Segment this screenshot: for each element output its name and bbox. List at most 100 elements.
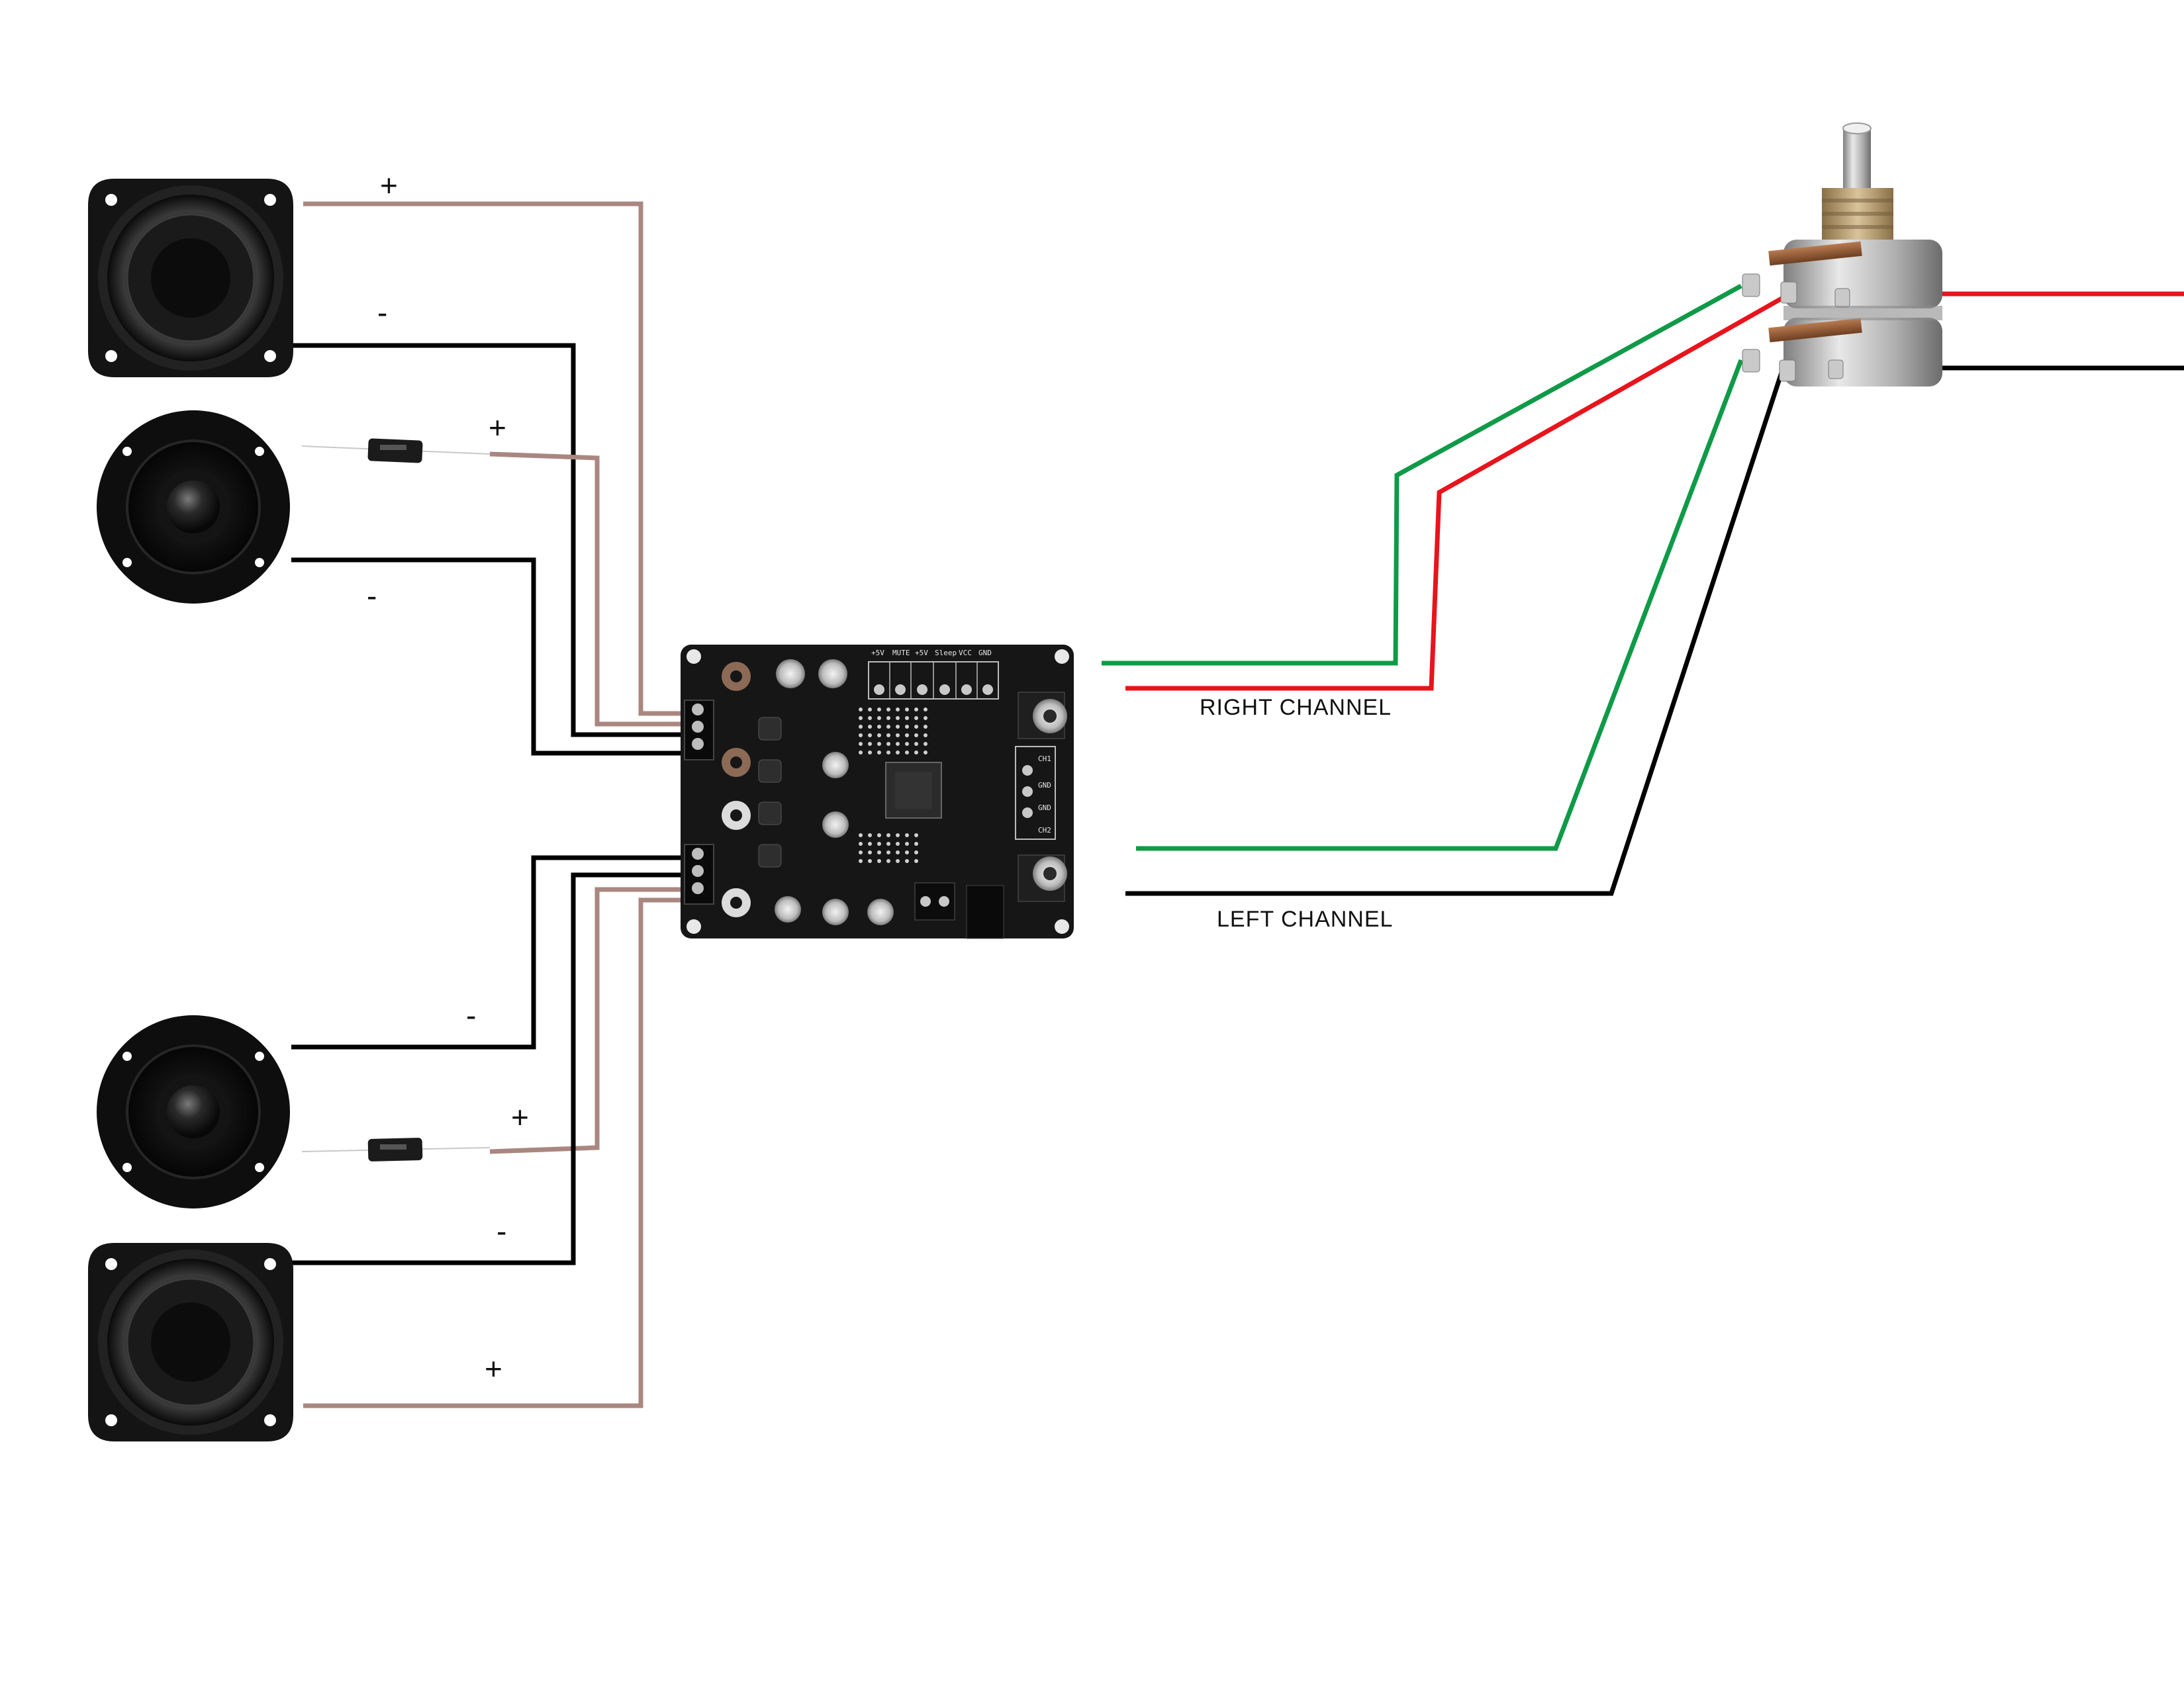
pcb-via [877, 751, 881, 754]
pcb-via [877, 707, 881, 711]
pcb-via [905, 725, 909, 729]
power-input [914, 882, 1004, 939]
header-label-5: GND [978, 649, 992, 657]
amplifier-board: +5V MUTE +5V Sleep VCC GND CH1 GND GND C… [681, 645, 1074, 939]
pcb-via [859, 742, 863, 746]
pcb-via [924, 751, 927, 754]
upper-tweeter-positive-wire [489, 451, 688, 727]
pcb-via [914, 833, 918, 837]
side-label-1: GND [1038, 781, 1051, 790]
pcb-via [859, 707, 863, 711]
pcb-via [868, 751, 872, 754]
pcb-via [886, 859, 890, 863]
pcb-via [859, 751, 863, 754]
pcb-via [905, 850, 909, 854]
pcb-via [905, 842, 909, 846]
pcb-via [868, 842, 872, 846]
upper-woofer-positive-wire [303, 201, 688, 716]
pcb-via [886, 751, 890, 754]
pcb-via [896, 716, 900, 720]
side-label-0: CH1 [1038, 754, 1051, 763]
pcb-via [905, 742, 909, 746]
left-channel-label: LEFT CHANNEL [1217, 907, 1393, 932]
pcb-via [886, 725, 890, 729]
pcb-via [877, 733, 881, 737]
pcb-via [868, 725, 872, 729]
lower-tweeter-positive-wire [489, 887, 688, 1154]
pcb-via [859, 733, 863, 737]
power-inductors [758, 717, 782, 868]
pcb-vias [859, 707, 927, 863]
pcb-via [886, 842, 890, 846]
header-label-2: +5V [915, 649, 928, 657]
side-label-3: CH2 [1038, 826, 1051, 835]
pcb-via [859, 833, 863, 837]
control-header: +5V MUTE +5V Sleep VCC GND [868, 649, 999, 700]
pcb-via [868, 833, 872, 837]
inductors [722, 662, 751, 917]
pcb-via [868, 707, 872, 711]
pcb-via [924, 733, 927, 737]
pcb-via [914, 733, 918, 737]
upper-tweeter [97, 410, 290, 604]
pcb-via [877, 725, 881, 729]
pcb-via [924, 742, 927, 746]
pcb-via [859, 725, 863, 729]
pcb-via [896, 842, 900, 846]
potentiometer-icon [1742, 122, 1942, 387]
lower-woofer-negative-wire [291, 872, 688, 1265]
rca-jack-right[interactable] [1018, 692, 1067, 739]
pcb-via [896, 833, 900, 837]
pcb-via [896, 733, 900, 737]
header-label-1: MUTE [892, 649, 910, 657]
pcb-via [914, 725, 918, 729]
pcb-via [886, 850, 890, 854]
upper-woofer-positive-label: + [380, 168, 398, 203]
lower-woofer-negative-label: - [497, 1214, 506, 1248]
lower-tweeter-positive-label: + [511, 1100, 529, 1134]
pcb-via [896, 742, 900, 746]
left-channel-green-wire [1136, 359, 1744, 851]
lower-tweeter-negative-label: - [466, 998, 476, 1032]
pcb-via [859, 850, 863, 854]
pcb-via [896, 751, 900, 754]
pcb-via [886, 733, 890, 737]
header-label-4: VCC [959, 649, 972, 657]
pcb-via [914, 859, 918, 863]
right-channel-green-wire [1102, 283, 1742, 666]
electrolytic-capacitors [775, 659, 894, 925]
pcb-via [924, 716, 927, 720]
pcb-via [868, 742, 872, 746]
side-label-2: GND [1038, 803, 1051, 812]
pcb-via [905, 716, 909, 720]
pcb-via [905, 833, 909, 837]
rca-jack-left[interactable] [1018, 854, 1067, 902]
pcb-via [868, 859, 872, 863]
pcb-via [924, 725, 927, 729]
lower-tweeter [97, 1015, 290, 1208]
pcb-via [924, 707, 927, 711]
right-channel-label: RIGHT CHANNEL [1200, 695, 1392, 720]
upper-tweeter-negative-wire [291, 557, 688, 756]
upper-tweeter-positive-label: + [489, 410, 506, 445]
pcb-via [896, 859, 900, 863]
pcb-via [914, 850, 918, 854]
pcb-via [877, 716, 881, 720]
speaker-output-terminals [684, 700, 714, 905]
pcb-via [859, 842, 863, 846]
pcb-via [868, 850, 872, 854]
pcb-via [886, 742, 890, 746]
pcb-via [859, 859, 863, 863]
header-label-3: Sleep [935, 649, 957, 657]
pcb-via [886, 833, 890, 837]
pcb-via [868, 716, 872, 720]
header-label-0: +5V [871, 649, 884, 657]
lower-tweeter-capacitor [301, 1138, 491, 1162]
pcb-via [905, 733, 909, 737]
upper-woofer-negative-wire [291, 343, 688, 737]
pcb-via [886, 707, 890, 711]
lower-woofer [88, 1243, 293, 1441]
pcb-via [914, 751, 918, 754]
pcb-via [914, 742, 918, 746]
lower-woofer-positive-wire [303, 897, 688, 1408]
